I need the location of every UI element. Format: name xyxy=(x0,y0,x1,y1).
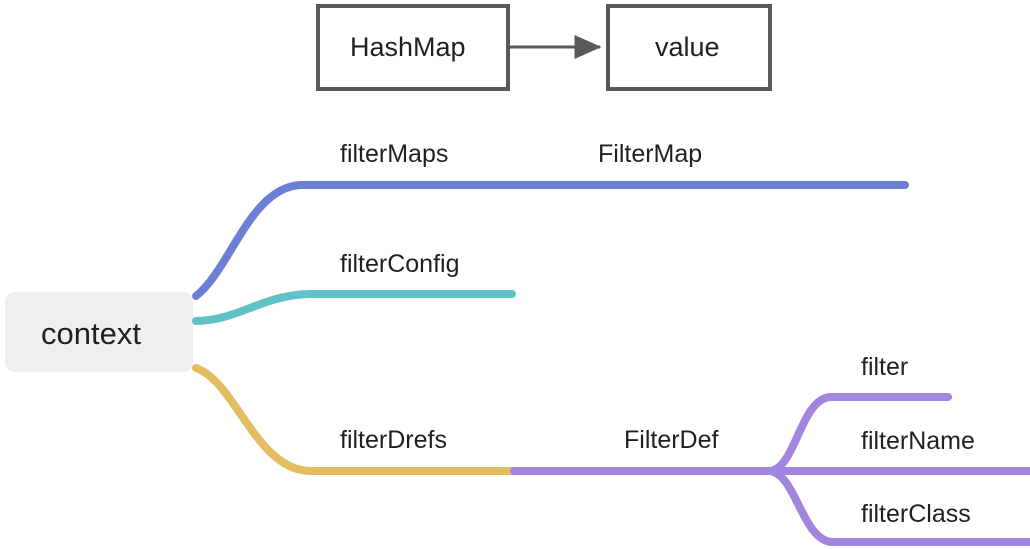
branch-label-filterMaps: filterMaps xyxy=(340,140,449,168)
root-node-label: context xyxy=(41,316,141,351)
hashmap-box-label: HashMap xyxy=(350,32,466,62)
branch-path-filterClass[interactable] xyxy=(766,467,1030,546)
value-box-label: value xyxy=(655,32,720,62)
branch-path-filterMaps[interactable] xyxy=(192,181,909,300)
branch-type-label-filterDef: FilterDef xyxy=(624,426,719,454)
sub-branch-label-filterName: filterName xyxy=(861,427,975,455)
sub-branch-label-filter: filter xyxy=(861,353,909,381)
branch-path-filterDrefs[interactable] xyxy=(192,364,520,475)
branch-path-filterConfig[interactable] xyxy=(192,290,516,325)
branch-type-label-filterMap: FilterMap xyxy=(598,140,703,168)
value-box[interactable] xyxy=(606,4,772,91)
branch-path-filter[interactable] xyxy=(766,393,952,475)
branch-label-filterDrefs: filterDrefs xyxy=(340,426,447,454)
sub-branch-label-filterClass: filterClass xyxy=(861,500,971,528)
hashmap-box[interactable] xyxy=(316,4,510,91)
branch-label-filterConfig: filterConfig xyxy=(340,250,460,278)
root-node-background[interactable] xyxy=(5,292,193,372)
